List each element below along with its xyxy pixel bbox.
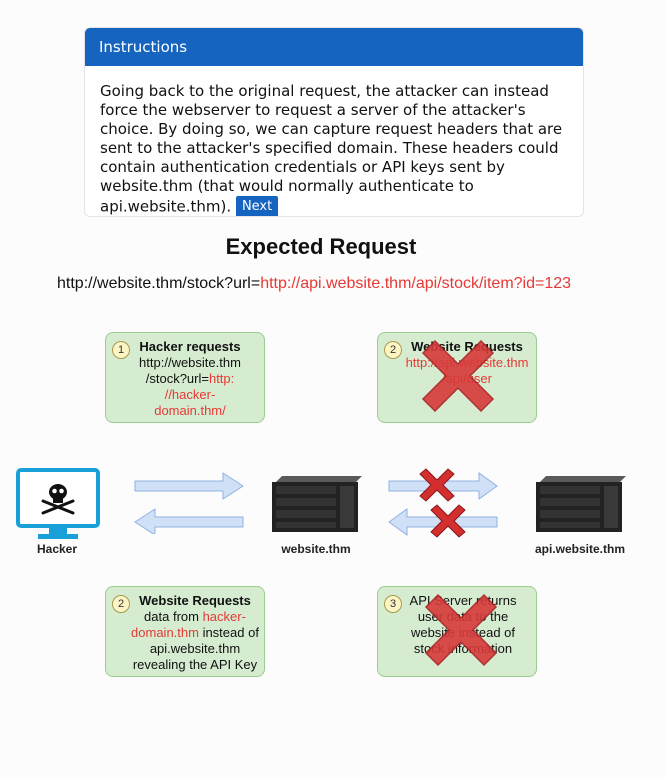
request-url: http://website.thm/stock?url=http://api.… [57, 275, 571, 293]
api-label: api.website.thm [534, 542, 626, 556]
step-line: api.website.thm [149, 641, 241, 656]
diagram-title: Expected Request [225, 234, 417, 259]
step-title: Hacker requests [139, 339, 241, 354]
instructions-body: Going back to the original request, the … [85, 66, 583, 216]
step-hacker-requests: 1 Hacker requests http://website.thm /st… [105, 332, 265, 423]
step-api-server-returns: 3 API Server returns user data to the we… [377, 586, 537, 677]
arrows-hacker-website [134, 472, 244, 534]
step-line: domain.thm instead of [131, 625, 259, 640]
cross-icon [424, 593, 498, 667]
step-title: Website Requests [139, 593, 251, 608]
website-label: website.thm [281, 542, 351, 556]
step-number-badge: 2 [112, 595, 130, 613]
step-number-badge: 3 [384, 595, 402, 613]
instructions-text: Going back to the original request, the … [100, 82, 563, 216]
website-server-icon [272, 476, 362, 532]
arrows-website-api [388, 468, 498, 538]
step-line: //hacker- [164, 387, 216, 402]
cross-icon [421, 339, 495, 413]
url-highlight: http://api.website.thm/api/stock/item?id… [260, 275, 572, 292]
step-number-badge: 1 [112, 341, 130, 359]
instructions-header: Instructions [85, 28, 583, 66]
hacker-monitor-icon [16, 468, 100, 539]
instructions-card: Instructions Going back to the original … [84, 27, 584, 217]
url-prefix: http://website.thm/stock?url= [57, 275, 261, 292]
step-line: http://website.thm [139, 355, 241, 370]
step-line: data from hacker- [144, 609, 246, 624]
step-line: /stock?url=http: [145, 371, 235, 386]
step-website-requests-api: 2 Website Requests http://api.website.th… [377, 332, 537, 423]
step-line: revealing the API Key [132, 657, 258, 672]
next-button[interactable]: Next [235, 196, 279, 216]
step-line: domain.thm/ [154, 403, 226, 418]
api-server-icon [536, 476, 626, 532]
hacker-label: Hacker [36, 542, 78, 556]
step-number-badge: 2 [384, 341, 402, 359]
step-website-requests-hacker: 2 Website Requests data from hacker- dom… [105, 586, 265, 677]
